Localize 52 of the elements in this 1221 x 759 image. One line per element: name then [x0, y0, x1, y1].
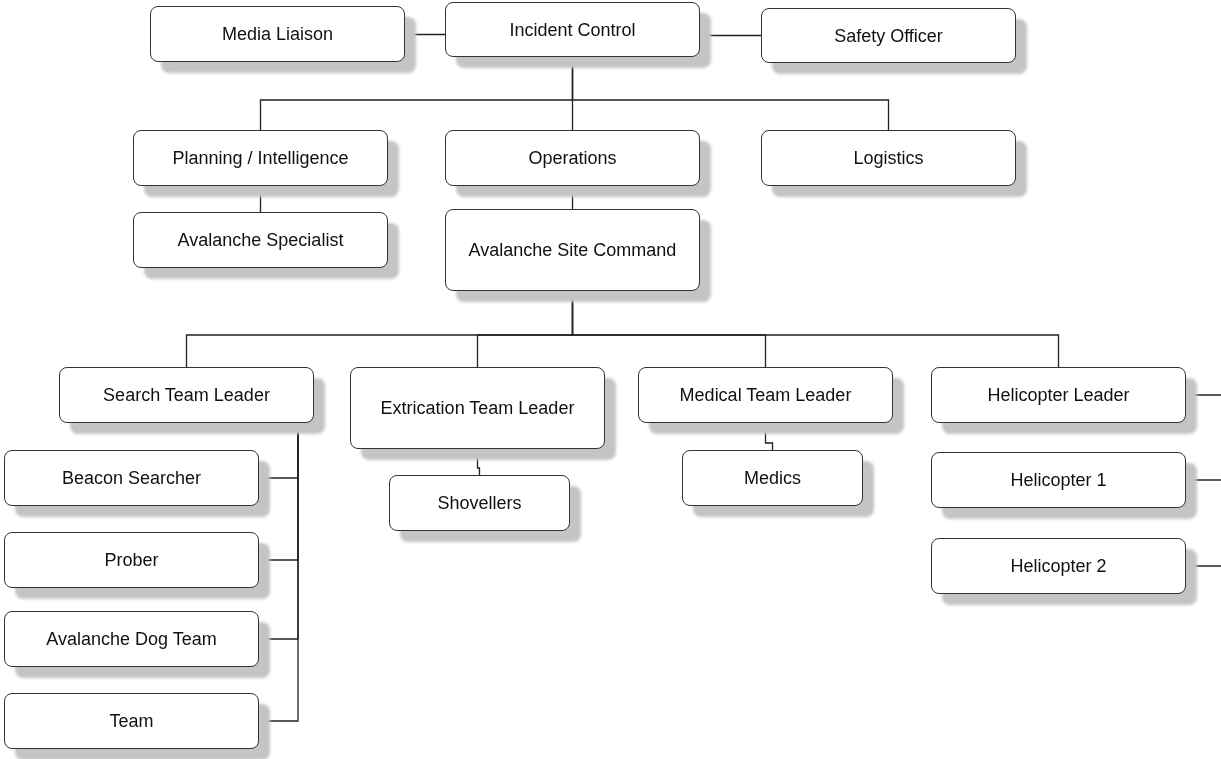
role-box	[59, 367, 314, 423]
role-box	[445, 130, 700, 186]
connector-line	[476, 448, 481, 476]
role-label: Extrication Team Leader	[380, 397, 575, 420]
role-box	[638, 367, 893, 423]
role-box	[931, 367, 1186, 423]
role-box	[4, 532, 259, 588]
role-box	[931, 538, 1186, 594]
connector-line	[699, 34, 762, 37]
role-label: Beacon Searcher	[61, 467, 202, 490]
role-box	[445, 209, 700, 291]
role-label: Avalanche Site Command	[468, 239, 677, 262]
role-label: Helicopter 1	[1010, 469, 1107, 492]
connector-line	[1185, 479, 1221, 481]
role-box	[4, 693, 259, 749]
role-box	[133, 130, 388, 186]
role-label: Shovellers	[437, 492, 522, 515]
role-box	[150, 6, 405, 62]
role-label: Search Team Leader	[103, 384, 270, 407]
connector-line	[1185, 565, 1221, 567]
connector-line	[764, 422, 774, 451]
role-box	[4, 611, 259, 667]
role-label: Helicopter 2	[1010, 555, 1107, 578]
connector-line	[258, 422, 299, 722]
role-label: Media Liaison	[221, 23, 334, 46]
connector-line	[259, 185, 262, 213]
role-box	[931, 452, 1186, 508]
role-label: Avalanche Dog Team	[46, 628, 217, 651]
role-box	[761, 8, 1016, 63]
role-label: Team	[109, 710, 154, 733]
role-box	[761, 130, 1016, 186]
role-label: Safety Officer	[834, 24, 943, 48]
role-box	[350, 367, 605, 449]
role-label: Planning / Intelligence	[172, 147, 349, 170]
role-box	[445, 2, 700, 57]
role-box	[682, 450, 863, 506]
role-box	[389, 475, 570, 531]
role-box	[4, 450, 259, 506]
connector-line	[571, 56, 890, 131]
role-label: Helicopter Leader	[987, 384, 1130, 407]
role-label: Prober	[104, 549, 159, 572]
connector-line	[571, 185, 574, 210]
role-label: Medics	[744, 467, 801, 490]
connector-line	[404, 33, 446, 36]
connector-line	[1185, 394, 1221, 396]
role-box	[133, 212, 388, 268]
connector-line	[571, 290, 1060, 368]
role-label: Medical Team Leader	[679, 384, 852, 407]
role-label: Incident Control	[509, 18, 636, 42]
role-label: Operations	[528, 147, 617, 170]
role-label: Avalanche Specialist	[177, 229, 344, 252]
role-label: Logistics	[853, 147, 924, 170]
